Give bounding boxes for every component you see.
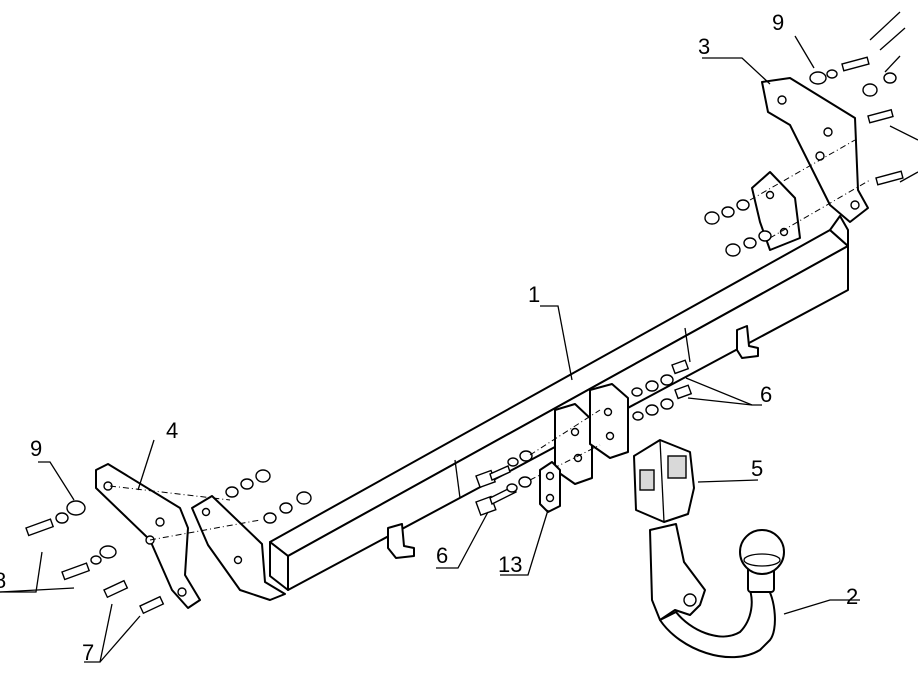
callout-8-left: 8 [0,568,6,593]
callout-4: 4 [166,418,178,443]
leader-lines [0,11,918,663]
callout-2: 2 [846,584,858,609]
left-fasteners [25,469,312,615]
center-fasteners [475,359,693,517]
callout-9-right: 9 [772,10,784,35]
callout-7: 7 [82,640,94,665]
electrical-socket [633,439,695,523]
link-plate [539,461,561,513]
callout-13: 13 [498,552,522,577]
callout-1: 1 [528,282,540,307]
right-fasteners [704,56,904,257]
callout-3: 3 [698,34,710,59]
callout-9-left: 9 [30,436,42,461]
callout-5: 5 [751,456,763,481]
right-mounting-bracket [751,77,869,251]
left-mounting-bracket [95,463,286,609]
callout-6-right: 6 [760,382,772,407]
callout-labels: 1 2 3 4 5 6 6 7 8 9 9 13 [0,10,858,665]
callout-6-center: 6 [436,543,448,568]
detachable-tow-ball [649,523,785,659]
center-mount-plates [554,383,629,485]
